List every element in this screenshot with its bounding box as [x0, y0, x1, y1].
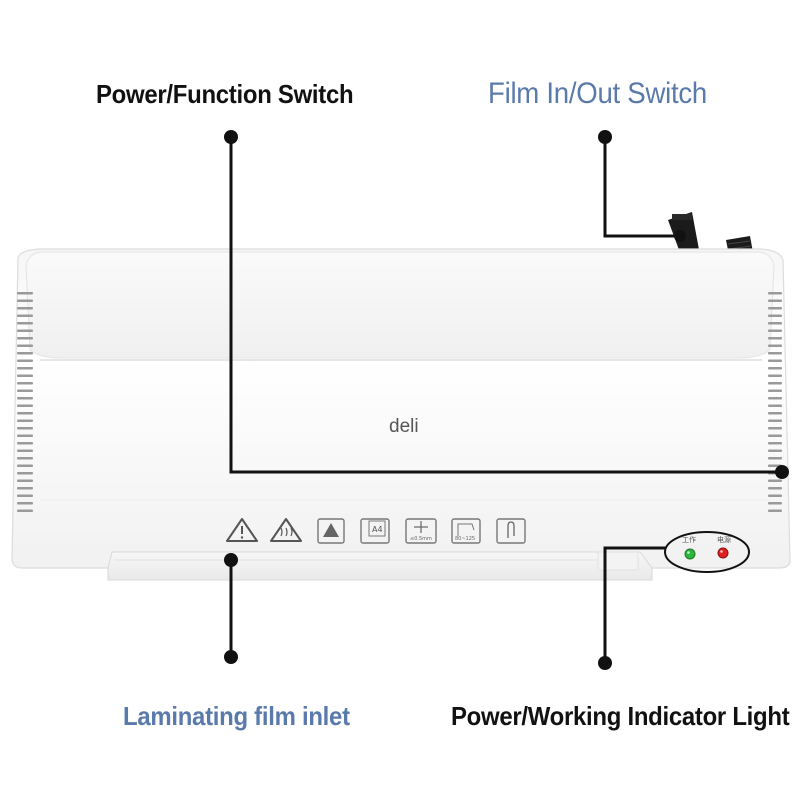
vent-slot — [768, 329, 782, 332]
brand-logo: deli — [389, 416, 419, 437]
film-in-out-switch-label: Film In/Out Switch — [488, 77, 707, 110]
vent-slot — [768, 509, 782, 512]
vent-slot — [768, 344, 782, 347]
vent-slot — [768, 397, 782, 400]
vent-slot — [17, 464, 33, 467]
vent-slot — [17, 344, 33, 347]
vent-slot — [768, 337, 782, 340]
vent-slot — [17, 299, 33, 302]
vent-slot — [17, 382, 33, 385]
film-switch-leader-line — [603, 137, 680, 238]
right-vents — [768, 292, 782, 512]
vent-slot — [17, 442, 33, 445]
vent-slot — [768, 502, 782, 505]
vent-slot — [17, 337, 33, 340]
vent-slot — [768, 412, 782, 415]
vent-slot — [768, 442, 782, 445]
vent-slot — [17, 509, 33, 512]
vent-slot — [17, 457, 33, 460]
vent-slot — [768, 299, 782, 302]
a4-size-icon: A4 — [360, 518, 390, 544]
clip-icon — [496, 518, 526, 544]
svg-text:≤0.5mm: ≤0.5mm — [410, 536, 432, 542]
vent-slot — [17, 307, 33, 310]
vent-slot — [17, 487, 33, 490]
vent-slot — [768, 419, 782, 422]
vent-slot — [768, 352, 782, 355]
vent-slot — [768, 449, 782, 452]
power-switch-leader-line — [229, 137, 782, 474]
laminating-film-inlet-label: Laminating film inlet — [123, 701, 350, 731]
svg-text:A4: A4 — [372, 525, 383, 534]
callout-lines — [229, 137, 782, 663]
vent-slot — [17, 427, 33, 430]
indicator-light-label: Power/Working Indicator Light — [451, 701, 790, 731]
power-led-label: 电源 — [717, 536, 731, 544]
working-led-icon — [684, 548, 696, 560]
vent-slot — [17, 359, 33, 362]
vent-slot — [768, 374, 782, 377]
vent-slot — [17, 389, 33, 392]
vent-slot — [768, 434, 782, 437]
vent-slot — [17, 397, 33, 400]
vent-slot — [768, 457, 782, 460]
indicator-highlight-ring — [664, 531, 750, 573]
warning-icon — [226, 518, 258, 542]
vent-slot — [768, 487, 782, 490]
vent-slot — [768, 427, 782, 430]
vent-slot — [17, 472, 33, 475]
indicator-lights — [664, 531, 750, 573]
vent-slot — [768, 389, 782, 392]
vent-slot — [17, 367, 33, 370]
left-vents — [17, 292, 33, 512]
panel-icons: A4 ≤0.5mm 80~125 — [226, 518, 526, 544]
film-inlet-tray — [107, 551, 653, 581]
svg-text:80~125: 80~125 — [455, 536, 475, 542]
vent-slot — [17, 329, 33, 332]
working-led-label: 工作 — [682, 536, 696, 544]
power-led-icon — [717, 547, 729, 559]
vent-slot — [768, 404, 782, 407]
film-thickness-icon: 80~125 — [451, 518, 481, 544]
vent-slot — [17, 494, 33, 497]
paper-feed-icon — [317, 518, 345, 544]
vent-slot — [768, 292, 782, 295]
vent-slot — [768, 382, 782, 385]
vent-slot — [17, 374, 33, 377]
vent-slot — [17, 479, 33, 482]
vent-slot — [768, 479, 782, 482]
vent-slot — [768, 322, 782, 325]
thickness-icon: ≤0.5mm — [405, 518, 437, 544]
indicator-leader-line — [603, 546, 666, 663]
vent-slot — [17, 449, 33, 452]
vent-slot — [768, 359, 782, 362]
vent-slot — [17, 292, 33, 295]
vent-slot — [768, 367, 782, 370]
vent-slot — [17, 502, 33, 505]
vent-slot — [17, 322, 33, 325]
vent-slot — [17, 412, 33, 415]
vent-slot — [17, 314, 33, 317]
power-function-switch-label: Power/Function Switch — [96, 79, 354, 109]
vent-slot — [768, 314, 782, 317]
vent-slot — [17, 419, 33, 422]
vent-slot — [768, 307, 782, 310]
hot-surface-icon — [270, 518, 302, 542]
vent-slot — [768, 494, 782, 497]
vent-slot — [17, 404, 33, 407]
callout-dots — [224, 130, 789, 670]
vent-slot — [17, 352, 33, 355]
laminator-body — [11, 248, 791, 569]
vent-slot — [17, 434, 33, 437]
